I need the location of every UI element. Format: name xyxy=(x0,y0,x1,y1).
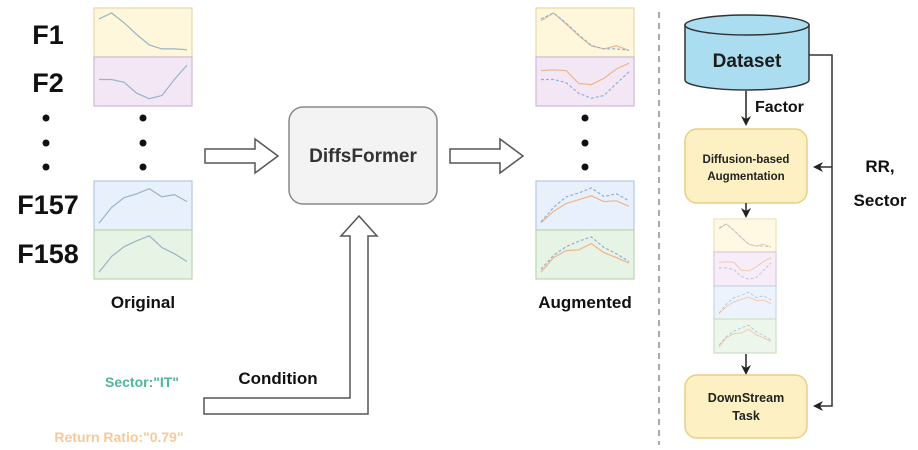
augmented-series-line xyxy=(718,328,772,348)
condition-label: Condition xyxy=(238,369,317,388)
dataset-label: Dataset xyxy=(713,51,782,72)
condition-arrow xyxy=(203,214,379,415)
series-panel-background xyxy=(713,318,777,354)
downstream-label-line2: Task xyxy=(732,409,760,423)
ellipsis-dot xyxy=(581,163,589,171)
feature-labels: F1 F2 F157 F158 xyxy=(17,20,79,269)
original-series-line xyxy=(98,188,188,224)
mini-augmented-stack xyxy=(713,218,777,354)
ellipsis-dot xyxy=(42,114,50,122)
original-reference-line xyxy=(718,223,772,248)
series-panel-f157 xyxy=(93,180,193,231)
output-arrow xyxy=(449,137,525,175)
augmented-caption: Augmented xyxy=(538,293,632,312)
original-reference-line xyxy=(541,71,630,99)
original-series-line xyxy=(98,12,188,51)
series-panel-background xyxy=(535,56,635,107)
feature-label-f2: F2 xyxy=(32,68,64,98)
side-label-sector: Sector xyxy=(854,191,907,210)
augmented-series-line xyxy=(718,296,772,314)
condition-feedback-line xyxy=(809,54,833,411)
original-series-line xyxy=(99,64,188,100)
series-panel-f1 xyxy=(93,7,193,58)
original-series-stack xyxy=(93,7,193,280)
series-panel-f158 xyxy=(713,318,777,354)
series-panel-background xyxy=(535,229,635,280)
factor-label: Factor xyxy=(755,99,804,116)
series-panel-background xyxy=(713,251,777,287)
original-reference-line xyxy=(540,12,630,51)
augmented-series-line xyxy=(718,223,772,248)
input-arrow xyxy=(204,137,280,175)
augmentation-label-line1: Diffusion-based xyxy=(703,154,790,166)
augmented-series-stack xyxy=(535,7,635,280)
series-panel-f157 xyxy=(713,285,777,321)
series-panel-f2 xyxy=(535,56,635,107)
ellipsis-dot xyxy=(581,139,589,147)
augmented-ellipsis xyxy=(581,114,589,171)
original-caption: Original xyxy=(111,293,175,312)
diffsformer-label: DiffsFormer xyxy=(309,146,417,167)
series-panel-f158 xyxy=(93,229,193,280)
ellipsis-dot xyxy=(42,163,50,171)
augmented-series-line xyxy=(540,242,630,273)
series-panel-background xyxy=(713,218,777,254)
original-reference-line xyxy=(540,236,630,270)
series-panel-f2 xyxy=(713,251,777,287)
side-label-rr: RR, xyxy=(865,157,894,176)
series-panel-f158 xyxy=(535,229,635,280)
augmented-series-line xyxy=(540,195,630,224)
ellipsis-dot xyxy=(139,114,147,122)
original-reference-line xyxy=(540,187,630,223)
original-reference-line xyxy=(718,291,772,314)
original-series-line xyxy=(98,235,188,273)
original-reference-line xyxy=(718,324,772,346)
series-panel-background xyxy=(93,180,193,231)
sector-condition: Sector:"IT" xyxy=(105,374,179,390)
return-ratio-condition: Return Ratio:"0.79" xyxy=(54,429,183,445)
series-panel-background xyxy=(535,180,635,231)
augmented-series-line xyxy=(540,62,630,86)
series-panel-f2 xyxy=(93,56,193,107)
ellipsis-dot xyxy=(139,163,147,171)
ellipsis-dot xyxy=(139,139,147,147)
series-panel-background xyxy=(93,56,193,107)
feature-label-f1: F1 xyxy=(32,20,64,50)
downstream-label-line1: DownStream xyxy=(708,391,784,405)
series-panel-f157 xyxy=(535,180,635,231)
feature-label-f158: F158 xyxy=(17,239,79,269)
feature-label-f157: F157 xyxy=(17,190,79,220)
augmentation-box xyxy=(684,128,808,204)
augmentation-label-line2: Augmentation xyxy=(707,171,784,183)
original-ellipsis xyxy=(139,114,147,171)
downstream-task-box xyxy=(684,374,808,439)
dataset-cylinder xyxy=(684,14,810,91)
series-panel-background xyxy=(713,285,777,321)
ellipsis-dot xyxy=(42,139,50,147)
series-panel-f1 xyxy=(535,7,635,58)
diffsformer-box xyxy=(288,106,438,205)
ellipsis-dot xyxy=(581,114,589,122)
series-panel-f1 xyxy=(713,218,777,254)
augmented-series-line xyxy=(718,257,772,272)
series-panel-background xyxy=(93,229,193,280)
